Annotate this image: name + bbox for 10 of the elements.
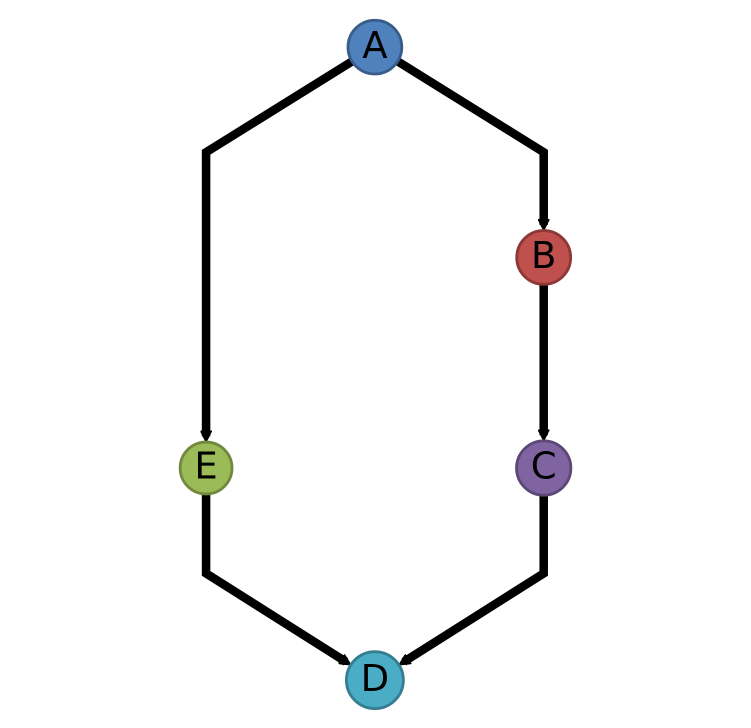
node-circle: E bbox=[178, 440, 234, 496]
node-circle: D bbox=[344, 650, 405, 710]
node-circle: C bbox=[515, 439, 572, 497]
arrow bbox=[200, 58, 354, 443]
arrow bbox=[537, 284, 550, 442]
arrow bbox=[398, 495, 548, 666]
node-circle: B bbox=[515, 229, 572, 286]
node-circle: A bbox=[346, 18, 404, 76]
arrow bbox=[395, 58, 550, 232]
arrow bbox=[202, 494, 352, 666]
